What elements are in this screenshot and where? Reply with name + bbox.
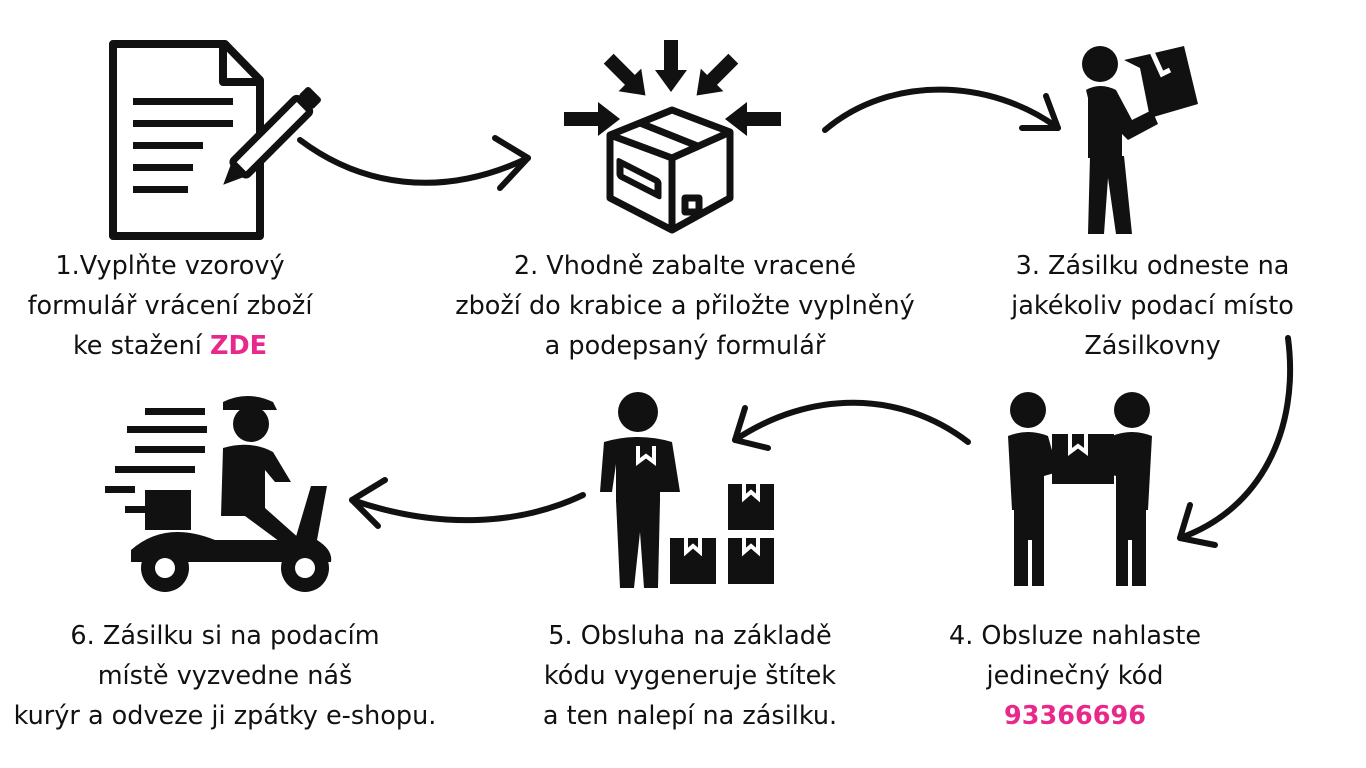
step3-line1: 3. Zásilku odneste na: [1015, 251, 1290, 281]
step3-line2: jakékoliv podací místo: [1011, 291, 1294, 321]
step2-caption: 2. Vhodně zabalte vracené zboží do krabi…: [420, 246, 950, 366]
step3-line3: Zásilkovny: [1084, 331, 1221, 361]
download-link-zde[interactable]: ZDE: [209, 331, 268, 361]
step6-line1: 6. Zásilku si na podacím: [70, 621, 380, 651]
person-carrying-box-icon: [1082, 46, 1198, 234]
step6-line2: místě vyzvedne náš: [97, 661, 353, 691]
document-pen-icon: [109, 40, 321, 240]
courier-scooter-icon: [105, 396, 332, 592]
step3-caption: 3. Zásilku odneste na jakékoliv podací m…: [985, 246, 1320, 366]
step1-line3: ke stažení: [72, 331, 202, 361]
step2-line3: a podepsaný formulář: [544, 331, 826, 361]
step1-line2: formulář vrácení zboží: [27, 291, 313, 321]
step5-line2: kódu vygeneruje štítek: [543, 661, 837, 691]
step5-line3: a ten nalepí na zásilku.: [542, 701, 838, 731]
step4-caption: 4. Obsluze nahlaste jedinečný kód 933666…: [925, 616, 1225, 736]
step4-line1: 4. Obsluze nahlaste: [948, 621, 1202, 651]
packed-box-icon: [564, 40, 781, 234]
step1-caption: 1.Vyplňte vzorový formulář vrácení zboží…: [0, 246, 340, 366]
step5-line1: 5. Obsluha na základě: [548, 621, 832, 651]
step5-caption: 5. Obsluha na základě kódu vygeneruje št…: [515, 616, 865, 736]
step6-caption: 6. Zásilku si na podacím místě vyzvedne …: [0, 616, 450, 736]
step6-line3: kurýr a odveze ji zpátky e-shopu.: [13, 701, 437, 731]
unique-code: 93366696: [1004, 701, 1146, 731]
person-with-boxes-icon: [600, 392, 774, 588]
step1-line1: 1.Vyplňte vzorový: [55, 251, 285, 281]
step2-line1: 2. Vhodně zabalte vracené: [513, 251, 857, 281]
handover-box-icon: [1008, 392, 1152, 586]
step4-line2: jedinečný kód: [986, 661, 1164, 691]
step2-line2: zboží do krabice a přiložte vyplněný: [455, 291, 915, 321]
